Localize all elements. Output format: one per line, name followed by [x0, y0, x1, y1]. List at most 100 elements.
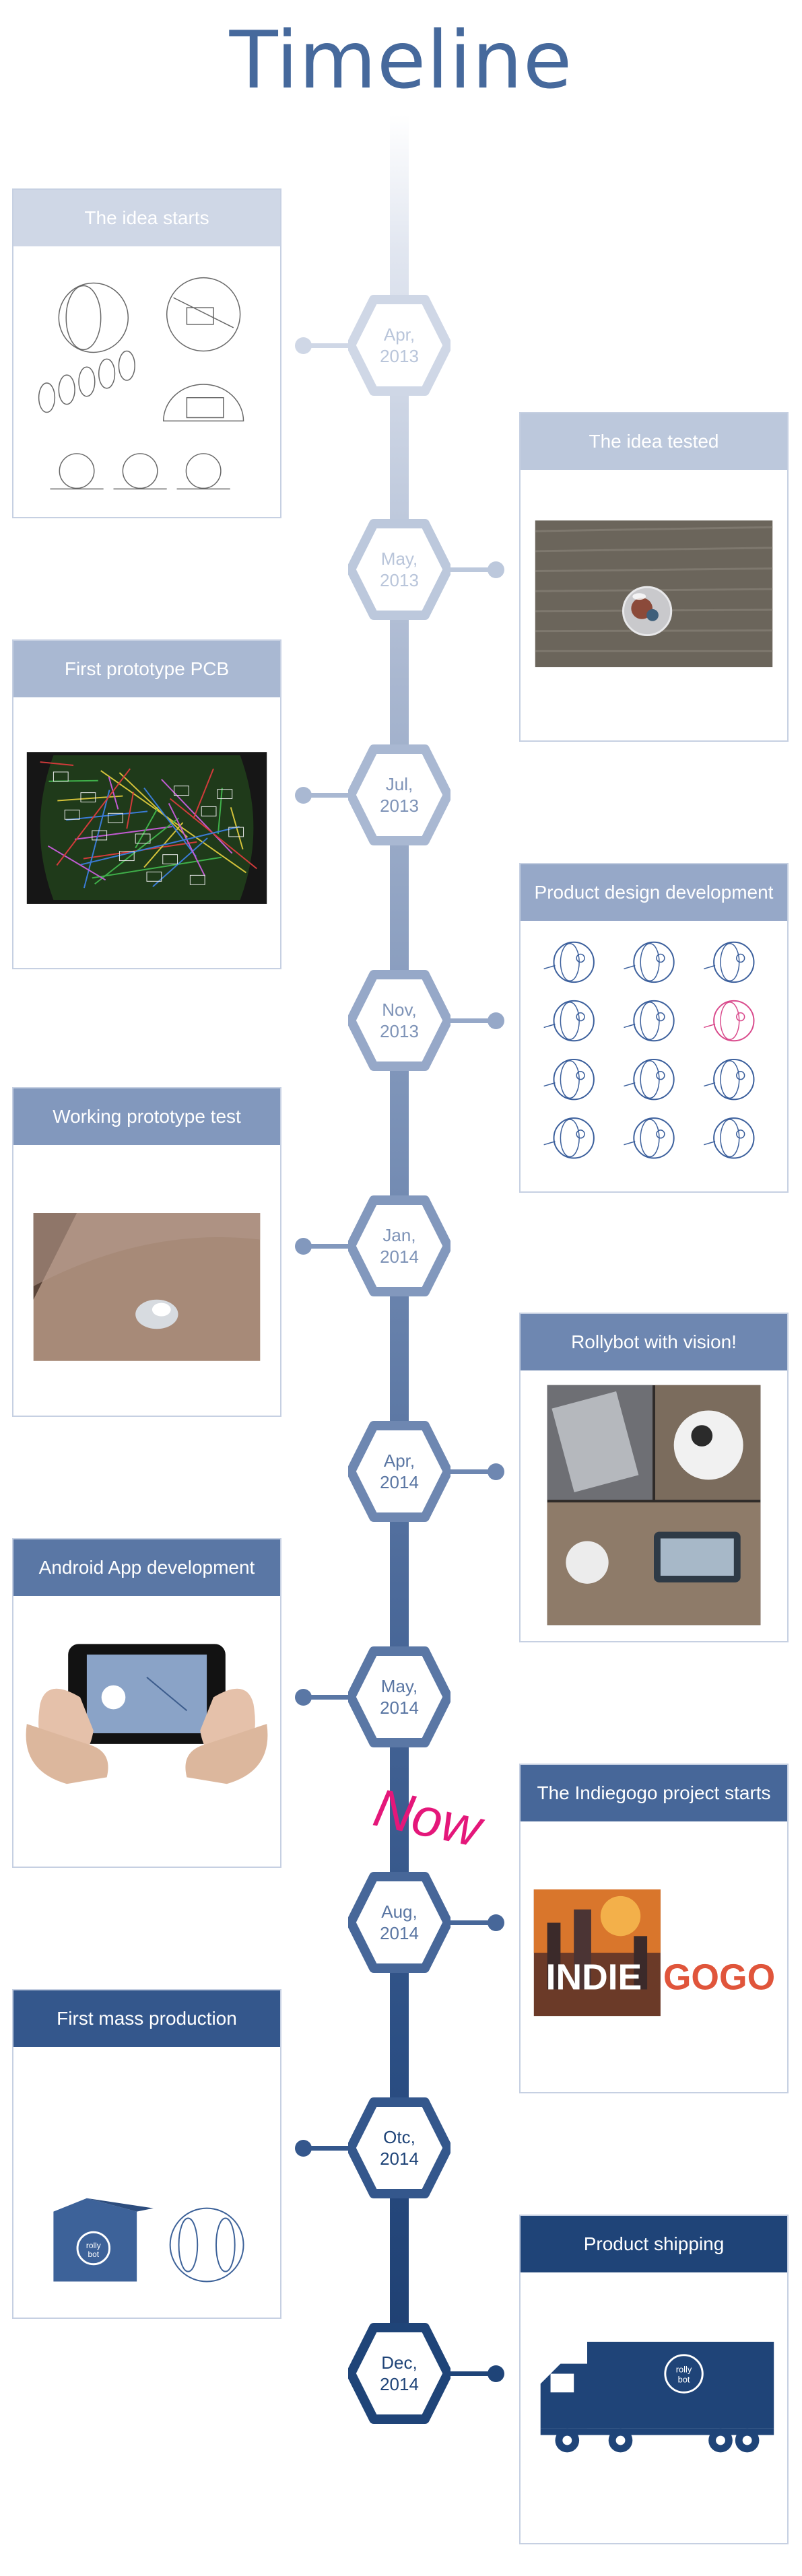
event-illustration: [13, 1596, 280, 1868]
timeline-date: Dec,2014: [348, 2322, 450, 2425]
event-card: Working prototype test: [12, 1087, 281, 1417]
node-connector: [448, 2371, 496, 2376]
design-sketches-icon: [543, 941, 755, 1159]
patent-sketch-drawing-icon: [38, 277, 244, 490]
hexagon-icon: [348, 519, 450, 620]
timeline-date: Jul,2013: [348, 744, 450, 846]
event-illustration: [521, 1370, 787, 1642]
timeline-node: Otc,2014: [348, 2097, 450, 2199]
timeline-node: Jul,2013: [348, 744, 450, 846]
date-year: 2014: [380, 1247, 419, 1267]
prototype-on-table-photo-icon: [33, 1213, 261, 1361]
node-connector: [303, 343, 350, 348]
date-month: Apr,: [383, 1450, 415, 1471]
timeline-date: Otc,2014: [348, 2097, 450, 2199]
date-year: 2014: [380, 1698, 419, 1718]
event-title: Rollybot with vision!: [521, 1314, 787, 1370]
hexagon-icon: [348, 2323, 450, 2424]
node-connector: [448, 1469, 496, 1474]
connector-dot: [488, 1463, 504, 1480]
tv-news-collage-icon: [547, 1385, 761, 1626]
event-illustration: [13, 1145, 280, 1417]
event-title: The Indiegogo project starts: [521, 1765, 787, 1821]
now-marker: Now: [368, 1777, 487, 1858]
timeline-node: Apr,2013: [348, 294, 450, 396]
event-card: The idea starts: [12, 188, 281, 518]
event-card: Android App development: [12, 1538, 281, 1868]
date-month: Otc,: [383, 2126, 415, 2147]
node-connector: [303, 2146, 350, 2151]
node-connector: [448, 1920, 496, 1925]
event-card: Rollybot with vision!: [519, 1313, 789, 1642]
timeline-node: Apr,2014: [348, 1420, 450, 1523]
timeline-node: May,2013: [348, 518, 450, 621]
date-month: Dec,: [381, 2352, 417, 2373]
event-title: Product design development: [521, 864, 787, 921]
timeline-node: May,2014: [348, 1646, 450, 1748]
date-year: 2014: [380, 1923, 419, 1943]
timeline-node: Jan,2014: [348, 1195, 450, 1297]
timeline-node: Dec,2014: [348, 2322, 450, 2425]
date-month: Aug,: [381, 1901, 417, 1922]
hexagon-icon: [348, 1872, 450, 1973]
timeline-date: Nov,2013: [348, 969, 450, 1072]
connector-dot: [295, 787, 312, 804]
event-illustration: INDIE GOGO: [521, 1821, 787, 2093]
event-illustration: [521, 921, 787, 1193]
hexagon-icon: [348, 970, 450, 1071]
date-month: Nov,: [382, 999, 417, 1020]
event-card: Product design development: [519, 863, 789, 1193]
timeline-date: May,2013: [348, 518, 450, 621]
connector-dot: [488, 561, 504, 578]
connector-dot: [295, 2140, 312, 2157]
node-connector: [448, 567, 496, 572]
date-year: 2013: [380, 346, 419, 366]
svg-text:rolly: rolly: [86, 2241, 101, 2250]
node-connector: [303, 1695, 350, 1700]
indiegogo-poster-icon: INDIE GOGO: [533, 1889, 775, 2017]
connector-dot: [295, 1238, 312, 1255]
svg-text:rolly: rolly: [676, 2365, 692, 2375]
svg-text:INDIE: INDIE: [546, 1958, 642, 1998]
hexagon-icon: [348, 1421, 450, 1522]
hexagon-icon: [348, 295, 450, 396]
hexagon-icon: [348, 744, 450, 845]
connector-dot: [488, 1914, 504, 1931]
date-month: Jan,: [382, 1224, 416, 1245]
event-title: Product shipping: [521, 2216, 787, 2272]
node-connector: [303, 793, 350, 798]
timeline-node: Aug,2014: [348, 1871, 450, 1974]
svg-text:GOGO: GOGO: [663, 1958, 775, 1998]
connector-dot: [488, 1012, 504, 1029]
event-card: The idea tested: [519, 412, 789, 742]
connector-dot: [295, 1689, 312, 1706]
event-illustration: [13, 246, 280, 518]
timeline-date: Aug,2014: [348, 1871, 450, 1974]
svg-text:bot: bot: [88, 2250, 100, 2259]
event-title: The idea starts: [13, 190, 280, 246]
svg-text:bot: bot: [678, 2374, 690, 2384]
hexagon-icon: [348, 1195, 450, 1296]
event-illustration: [13, 697, 280, 969]
hexagon-icon: [348, 2097, 450, 2198]
event-title: The idea tested: [521, 413, 787, 470]
date-month: Jul,: [385, 773, 413, 794]
hexagon-icon: [348, 1646, 450, 1747]
node-connector: [448, 1018, 496, 1023]
date-month: May,: [380, 548, 418, 569]
pcb-layout-image-icon: [26, 752, 267, 904]
timeline-date: Jan,2014: [348, 1195, 450, 1297]
date-year: 2013: [380, 570, 419, 590]
event-illustration: [521, 470, 787, 742]
event-card: First prototype PCB: [12, 639, 281, 969]
date-month: May,: [380, 1675, 418, 1696]
clear-ball-robot-photo-icon: [535, 520, 773, 668]
date-year: 2013: [380, 1021, 419, 1041]
